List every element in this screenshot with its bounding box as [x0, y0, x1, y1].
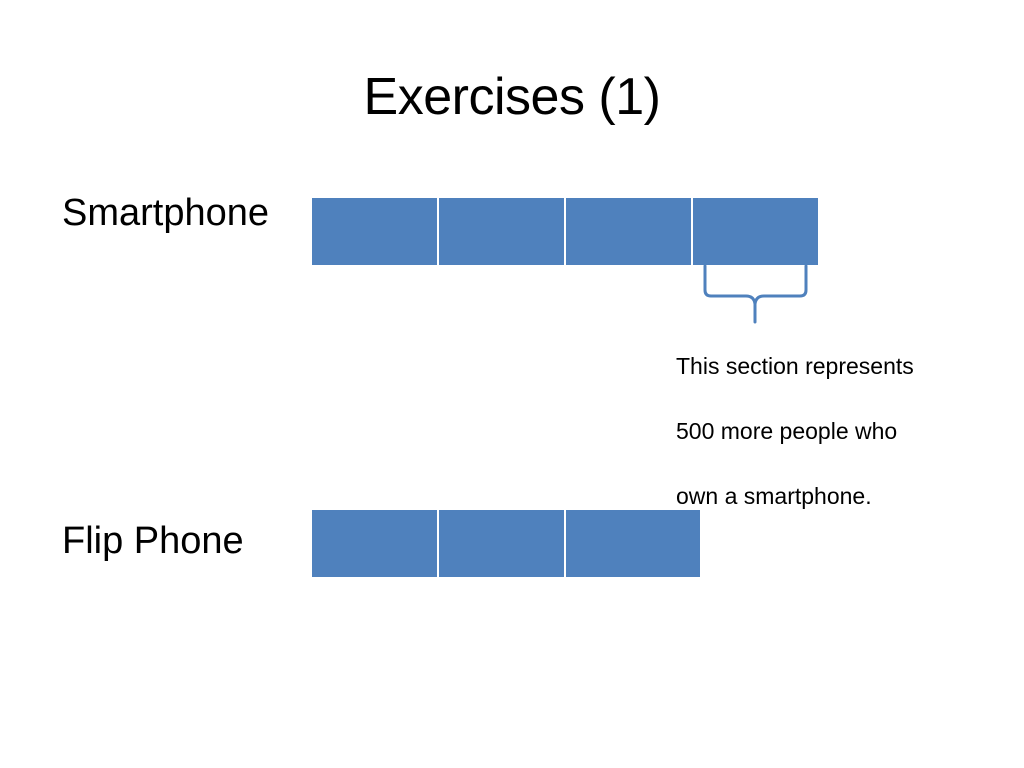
bar-unit — [439, 198, 566, 265]
smartphone-label: Smartphone — [62, 192, 270, 234]
bar-unit — [439, 510, 566, 577]
bar-unit — [693, 198, 818, 265]
smartphone-bar — [312, 198, 818, 265]
bar-unit — [566, 510, 700, 577]
bar-unit — [312, 198, 439, 265]
slide-title: Exercises (1) — [363, 68, 661, 126]
annotation-line: This section represents — [676, 353, 914, 379]
annotation-line: 500 more people who — [676, 418, 898, 444]
flip-phone-bar — [312, 510, 700, 577]
brace-icon — [703, 264, 808, 324]
flip-phone-label: Flip Phone — [62, 520, 244, 562]
annotation-text: This section represents 500 more people … — [676, 334, 1006, 529]
annotation-line: own a smartphone. — [676, 483, 872, 509]
bar-unit — [566, 198, 693, 265]
bar-unit — [312, 510, 439, 577]
